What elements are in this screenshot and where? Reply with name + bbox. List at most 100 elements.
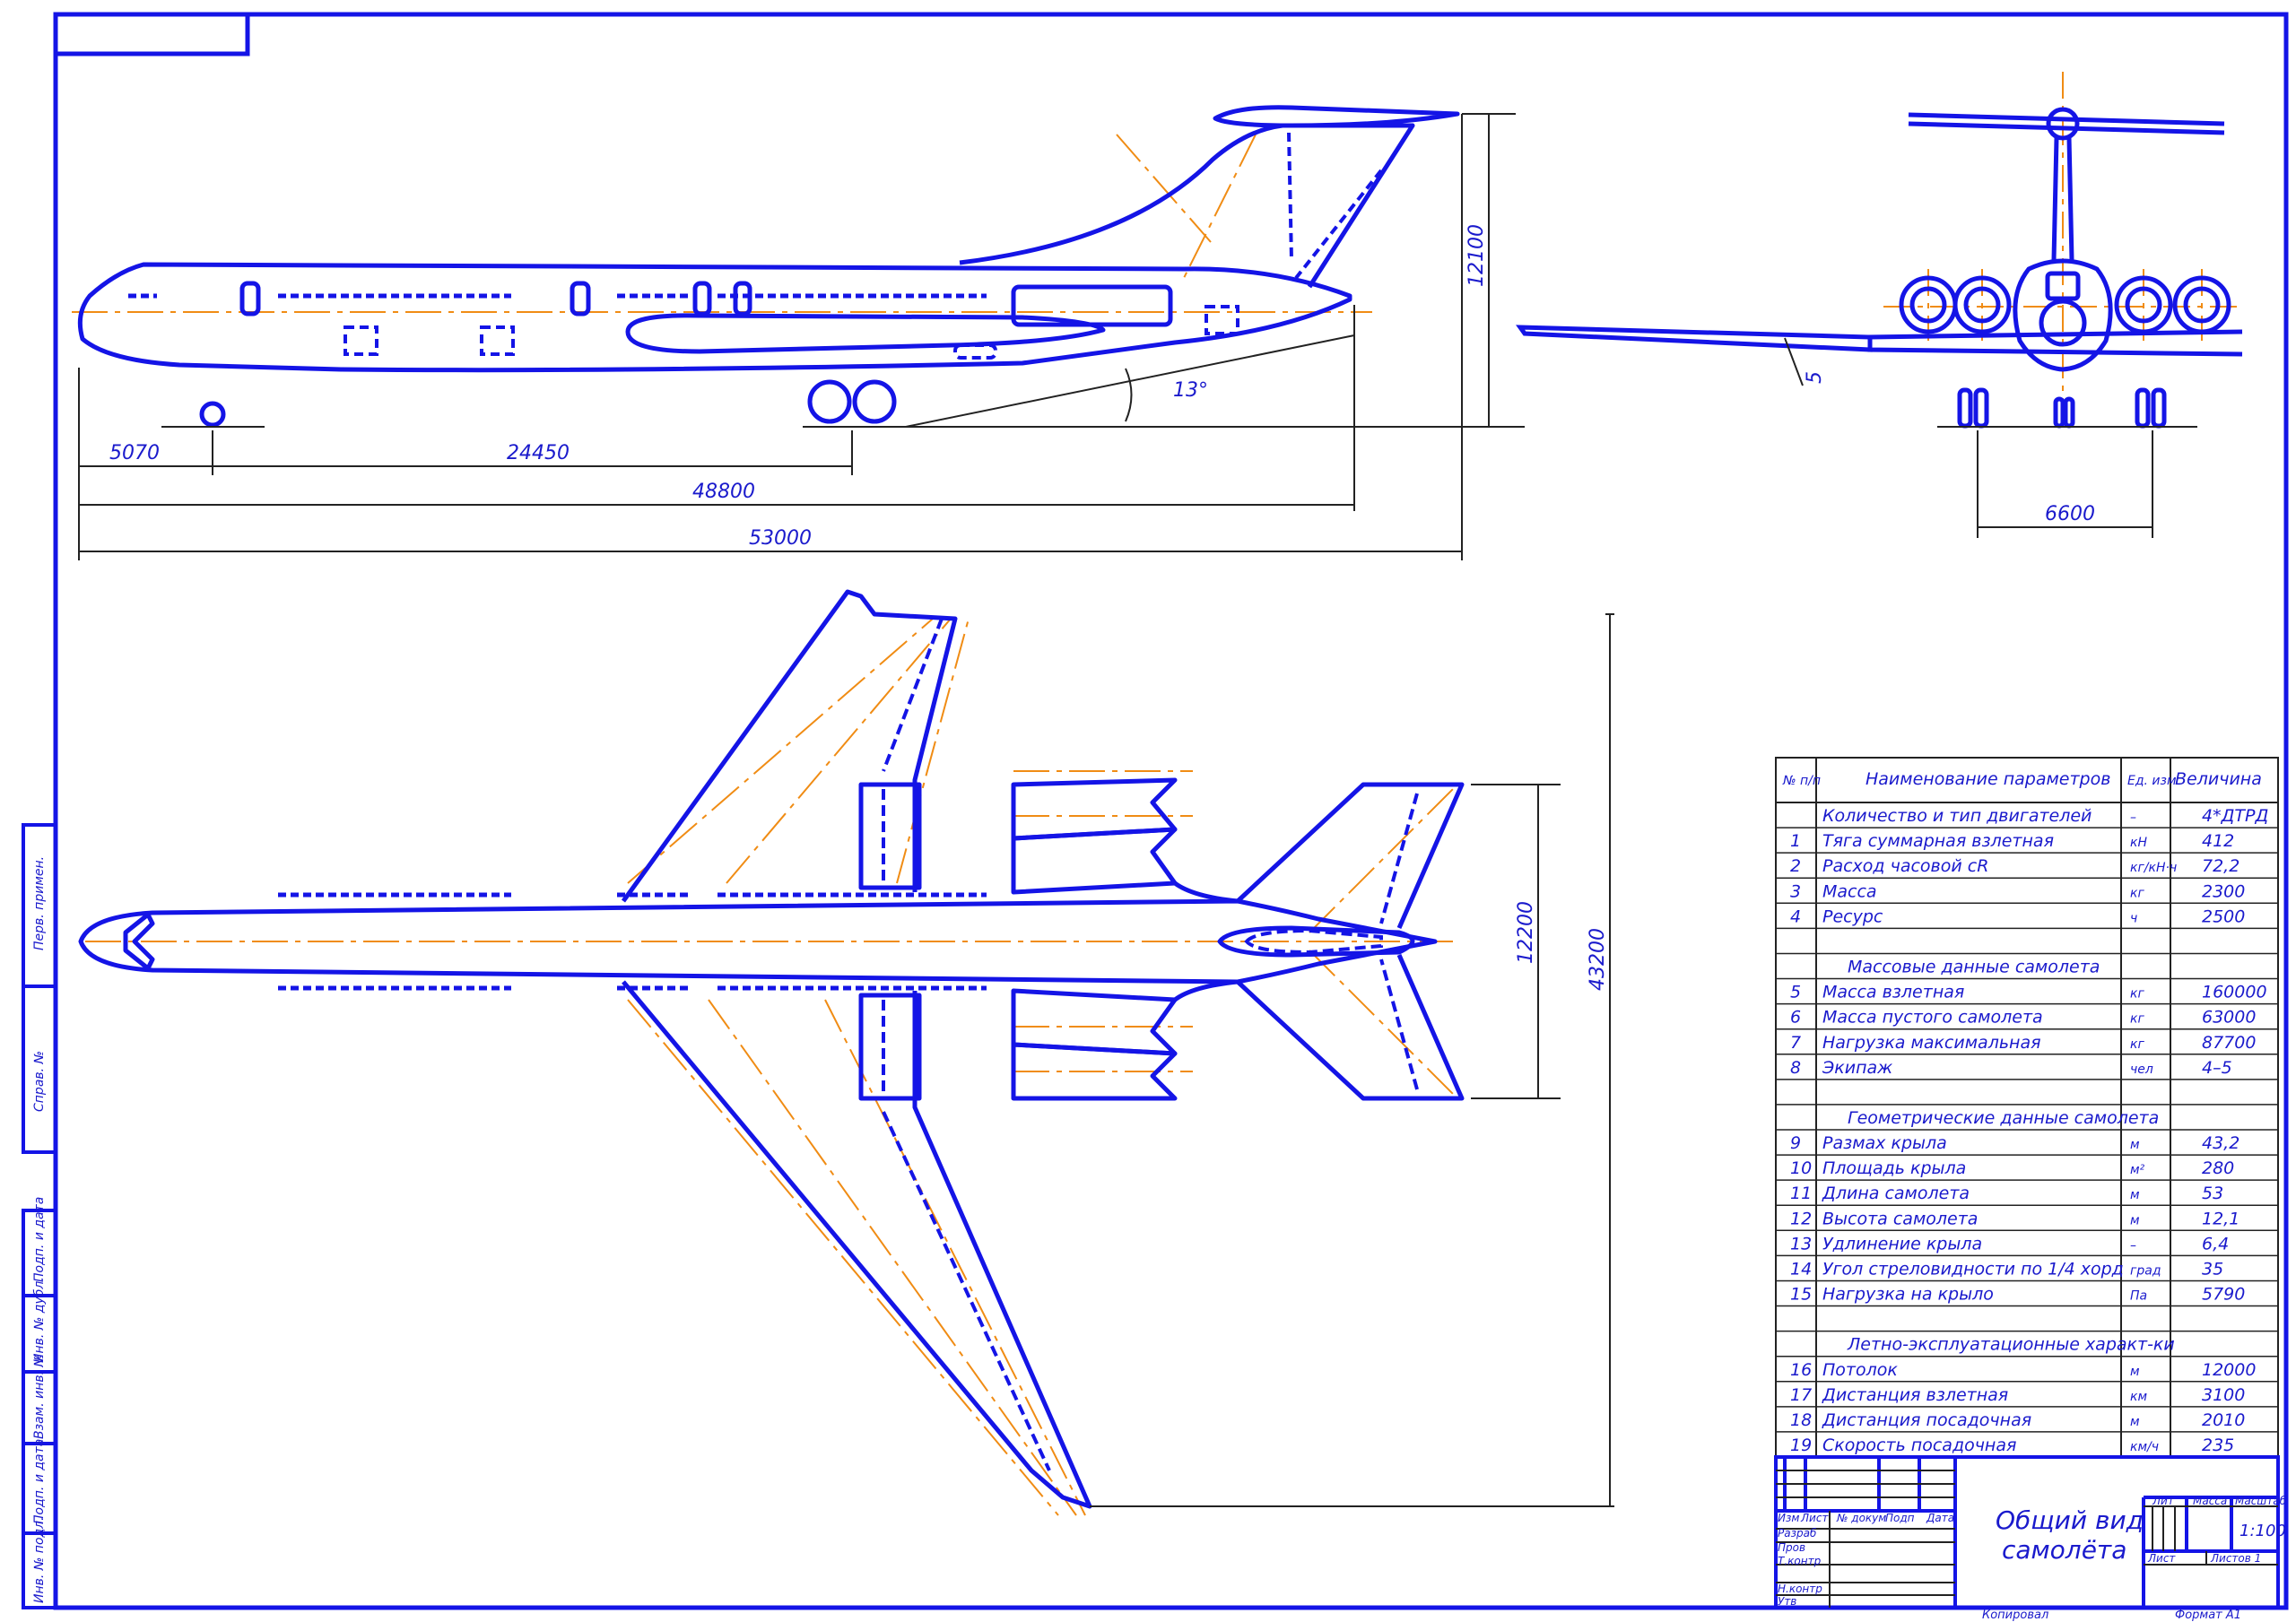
title-line-1: Общий вид [1996,1505,2144,1535]
table-cell-num: 4 [1790,906,1801,926]
tb-utv: Утв [1778,1595,1796,1608]
table-cell-value: 3100 [2202,1385,2245,1405]
table-cell-name: Количество и тип двигателей [1822,806,2092,826]
table-cell-num: 7 [1790,1033,1801,1053]
tb-massa: Масса [2193,1495,2227,1507]
tb-nkontr: Н.контр [1778,1583,1822,1595]
table-cell-name: Дистанция взлетная [1822,1385,2008,1405]
table-cell-name: Ресурс [1822,906,1883,926]
table-cell-num: 6 [1790,1008,1801,1028]
table-cell-num: 12 [1790,1209,1812,1228]
table-cell-unit: – [2130,1238,2136,1253]
table-cell-unit: кг [2130,1012,2144,1027]
table-cell-name: Скорость посадочная [1822,1436,2016,1455]
stamp-label-4: Инв. № дубл. [32,1277,47,1363]
table-cell-name: Масса [1822,881,1877,901]
table-cell-unit: кг/кН·ч [2130,861,2177,875]
dim-total-length: 53000 [749,527,812,550]
table-cell-value: 72,2 [2202,856,2239,876]
table-cell-name: Массовые данные самолета [1848,958,2100,977]
table-cell-unit: км/ч [2130,1440,2159,1454]
dim-tail-angle: 13° [1173,379,1208,402]
table-cell-name: Летно-эксплуатационные характ-ки [1847,1335,2175,1355]
table-cell-unit: град [2130,1263,2161,1278]
tb-copied: Копировал [1982,1609,2048,1622]
title-line-2: самолёта [2002,1535,2126,1565]
table-cell-num: 18 [1790,1410,1812,1430]
tb-lit: Лит [2152,1495,2175,1507]
table-cell-name: Площадь крыла [1822,1158,1966,1178]
table-cell-value: 4*ДТРД [2202,806,2268,826]
tb-scale: 1:100 [2239,1522,2286,1540]
tb-list: Лист [1800,1512,1829,1524]
table-cell-value: 53 [2202,1184,2223,1203]
table-cell-num: 15 [1790,1285,1812,1305]
dim-wing-span: 43200 [1587,928,1609,991]
tb-format: Формат А1 [2175,1609,2241,1622]
tb-sheets: Листов 1 [2210,1552,2261,1565]
table-cell-value: 160000 [2202,983,2267,1002]
table-cell-unit: кг [2130,987,2144,1002]
table-cell-name: Угол стреловидности по 1/4 хорд [1822,1259,2124,1279]
table-cell-unit: кг [2130,1037,2144,1052]
binding-stamp: Перв. примен. Справ. № Подп. и дата Инв.… [22,823,57,1609]
stamp-label-5: Взам. инв. № [32,1354,47,1439]
table-cell-name: Нагрузка на крыло [1822,1285,1994,1305]
table-cell-unit: м [2130,1365,2140,1379]
table-cell-value: 235 [2202,1436,2234,1455]
tb-razrab: Разраб [1778,1527,1817,1540]
table-cell-value: 43,2 [2202,1133,2239,1153]
table-cell-name: Масса пустого самолета [1822,1008,2043,1028]
tb-tkontr: Т.контр [1778,1555,1822,1567]
table-cell-num: 2 [1790,856,1801,876]
plan-view: 12200 43200 [78,589,1614,1516]
table-cell-unit: м [2130,1415,2140,1429]
table-cell-value: 2010 [2202,1410,2245,1430]
table-cell-num: 17 [1790,1385,1812,1405]
table-cell-value: 87700 [2202,1033,2256,1053]
table-cell-value: 280 [2202,1158,2234,1178]
table-cell-num: 9 [1790,1133,1801,1153]
stamp-label-2: Справ. № [32,1051,47,1112]
table-cell-num: 14 [1790,1259,1812,1279]
title-block: Общий вид самолёта Изм Лист № докум Подп… [1774,1455,2287,1622]
table-cell-unit: чел [2130,1063,2153,1077]
dim-nose-gear: 5070 [109,442,160,464]
dim-height: 12100 [1465,224,1488,287]
table-cell-num: 8 [1790,1058,1801,1078]
table-cell-unit: ч [2130,911,2137,925]
tb-sign: Подп [1885,1512,1915,1524]
table-cell-unit: кг [2130,886,2144,900]
side-view: 5070 24450 48800 53000 12100 13° [72,105,1525,560]
table-cell-value: 2500 [2202,906,2245,926]
dim-tail-span: 12200 [1515,901,1537,964]
table-cell-unit: км [2130,1390,2147,1404]
dim-fuselage-length: 48800 [692,481,755,503]
table-cell-unit: м [2130,1138,2140,1152]
tb-prov: Пров [1778,1541,1805,1554]
table-cell-value: 412 [2202,831,2234,851]
table-cell-value: 12000 [2202,1360,2256,1380]
stamp-label-7: Инв. № подл. [32,1516,47,1603]
table-cell-value: 2300 [2202,881,2245,901]
table-cell-name: Размах крыла [1822,1133,1947,1153]
table-cell-num: 1 [1790,831,1801,851]
header-unit: Ед. изм [2127,774,2177,788]
table-cell-value: 12,1 [2202,1209,2239,1228]
table-cell-num: 3 [1790,881,1801,901]
table-cell-num: 19 [1790,1436,1812,1455]
front-view: 5 6600 [1516,72,2243,538]
table-cell-value: 6,4 [2202,1234,2229,1253]
table-cell-num: 13 [1790,1234,1812,1253]
table-cell-unit: м² [2130,1163,2145,1177]
stamp-label-3: Подп. и дата [32,1197,47,1282]
table-cell-num: 16 [1790,1360,1812,1380]
table-cell-name: Масса взлетная [1822,983,1964,1002]
header-num: № п/п [1782,774,1821,788]
table-cell-name: Геометрические данные самолета [1848,1108,2159,1128]
header-value: Величина [2175,769,2262,789]
table-cell-num: 10 [1790,1158,1812,1178]
table-cell-unit: м [2130,1188,2140,1202]
